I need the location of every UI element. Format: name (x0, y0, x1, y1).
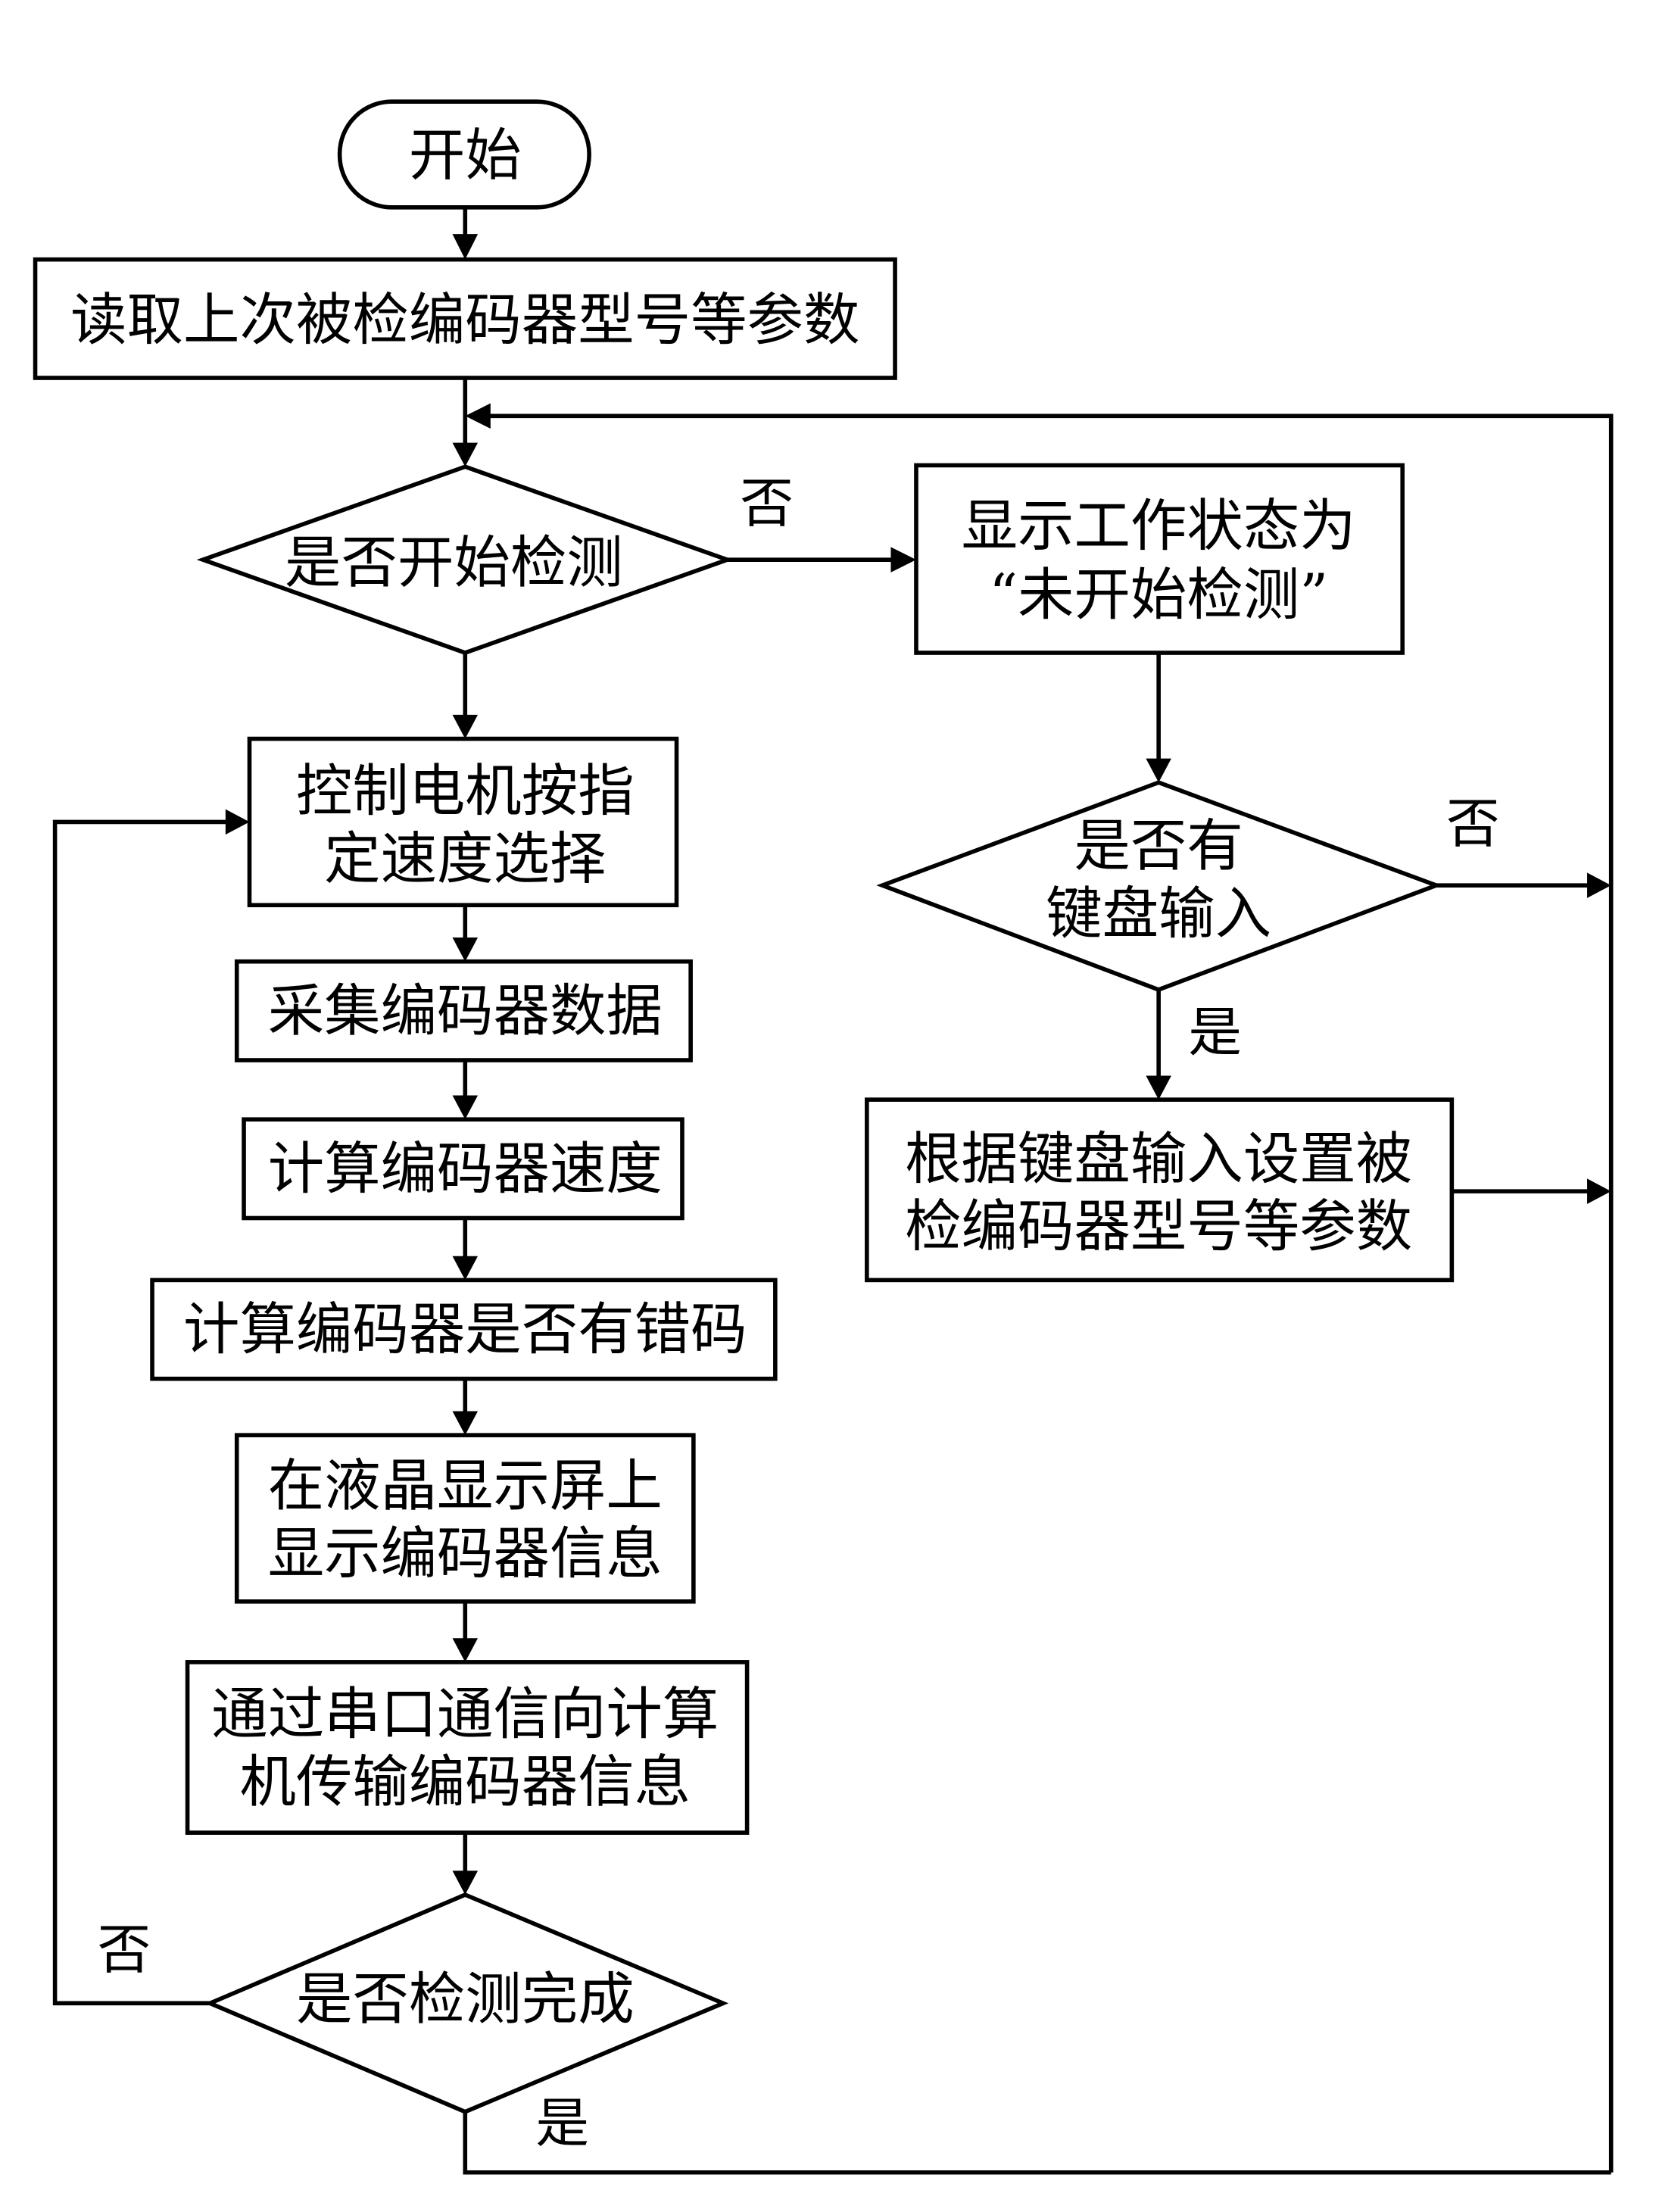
arrowhead-icon (1146, 1075, 1171, 1100)
process-collect-data: 采集编码器数据 (234, 959, 693, 1062)
decision-keyboard-line-1: 是否有 (1074, 813, 1243, 879)
process-calc-error: 计算编码器是否有错码 (150, 1278, 778, 1381)
serial-transmit-line-1: 通过串口通信向计算 (211, 1681, 719, 1747)
decision-start-detection: 是否开始检测 (196, 464, 734, 655)
process-serial-transmit: 通过串口通信向计算 机传输编码器信息 (185, 1660, 750, 1835)
serial-transmit-box (185, 1660, 750, 1835)
arrowhead-icon (452, 234, 479, 260)
branch-label-start-no: 否 (740, 472, 794, 535)
branch-label-done-no: 否 (97, 1918, 151, 1981)
process-show-status: 显示工作状态为 “未开始检测” (914, 463, 1405, 655)
show-status-line-2: “未开始检测” (989, 562, 1328, 628)
decision-start-label: 是否开始检测 (285, 529, 623, 595)
calc-error-label: 计算编码器是否有错码 (183, 1296, 747, 1362)
arrowhead-icon (452, 1870, 479, 1895)
arrowhead-icon (1146, 758, 1171, 783)
feedback-loop-line (486, 413, 1614, 2173)
start-label: 开始 (409, 122, 522, 188)
show-status-line-1: 显示工作状态为 (962, 493, 1356, 559)
connector-done-yes (463, 2111, 1611, 2175)
arrowhead-icon (1587, 872, 1611, 898)
arrowhead-icon (452, 1256, 479, 1281)
arrowhead-icon (452, 442, 479, 467)
show-status-box (914, 463, 1405, 655)
control-motor-line-2: 定速度选择 (324, 825, 606, 891)
serial-transmit-line-2: 机传输编码器信息 (239, 1749, 691, 1815)
set-params-line-1: 根据键盘输入设置被 (905, 1126, 1412, 1192)
collect-data-box (234, 959, 693, 1062)
display-lcd-line-2: 显示编码器信息 (268, 1521, 663, 1586)
process-read-params: 读取上次被检编码器型号等参数 (33, 257, 897, 380)
set-params-box (865, 1097, 1455, 1283)
decision-keyboard-input: 是否有 键盘输入 (876, 780, 1442, 992)
arrowhead-icon (1587, 1178, 1611, 1204)
process-display-lcd: 在液晶显示屏上 显示编码器信息 (234, 1433, 696, 1604)
display-lcd-line-1: 在液晶显示屏上 (268, 1453, 663, 1519)
arrowhead-icon (452, 938, 479, 962)
control-motor-line-1: 控制电机按指 (296, 758, 635, 824)
start-terminal: 开始 (337, 99, 591, 210)
collect-data-label: 采集编码器数据 (268, 978, 663, 1044)
decision-done-label: 是否检测完成 (296, 1966, 635, 2032)
display-lcd-box (234, 1433, 696, 1604)
process-control-motor: 控制电机按指 定速度选择 (247, 736, 679, 908)
connector-done-no-loop (52, 819, 229, 2006)
arrowhead-icon (452, 714, 479, 739)
process-calc-speed: 计算编码器速度 (242, 1117, 684, 1221)
branch-label-keyboard-yes: 是 (1188, 1000, 1242, 1063)
arrowhead-icon (465, 403, 491, 429)
branch-label-keyboard-no: 否 (1446, 792, 1500, 855)
process-set-params: 根据键盘输入设置被 检编码器型号等参数 (865, 1097, 1455, 1283)
arrowhead-icon (452, 1095, 479, 1120)
branch-label-done-yes: 是 (535, 2092, 589, 2154)
read-params-label: 读取上次被检编码器型号等参数 (70, 287, 859, 353)
decision-keyboard-line-2: 键盘输入 (1046, 881, 1271, 947)
arrowhead-icon (452, 1411, 479, 1436)
arrowhead-icon (452, 1638, 479, 1662)
set-params-line-2: 检编码器型号等参数 (905, 1193, 1412, 1259)
decision-detection-complete: 是否检测完成 (204, 1892, 729, 2114)
calc-speed-label: 计算编码器速度 (268, 1136, 663, 1202)
arrowhead-icon (890, 547, 916, 572)
control-motor-box (247, 736, 679, 908)
arrowhead-icon (225, 809, 250, 835)
read-params-box (33, 257, 897, 380)
calc-error-box (150, 1278, 778, 1381)
